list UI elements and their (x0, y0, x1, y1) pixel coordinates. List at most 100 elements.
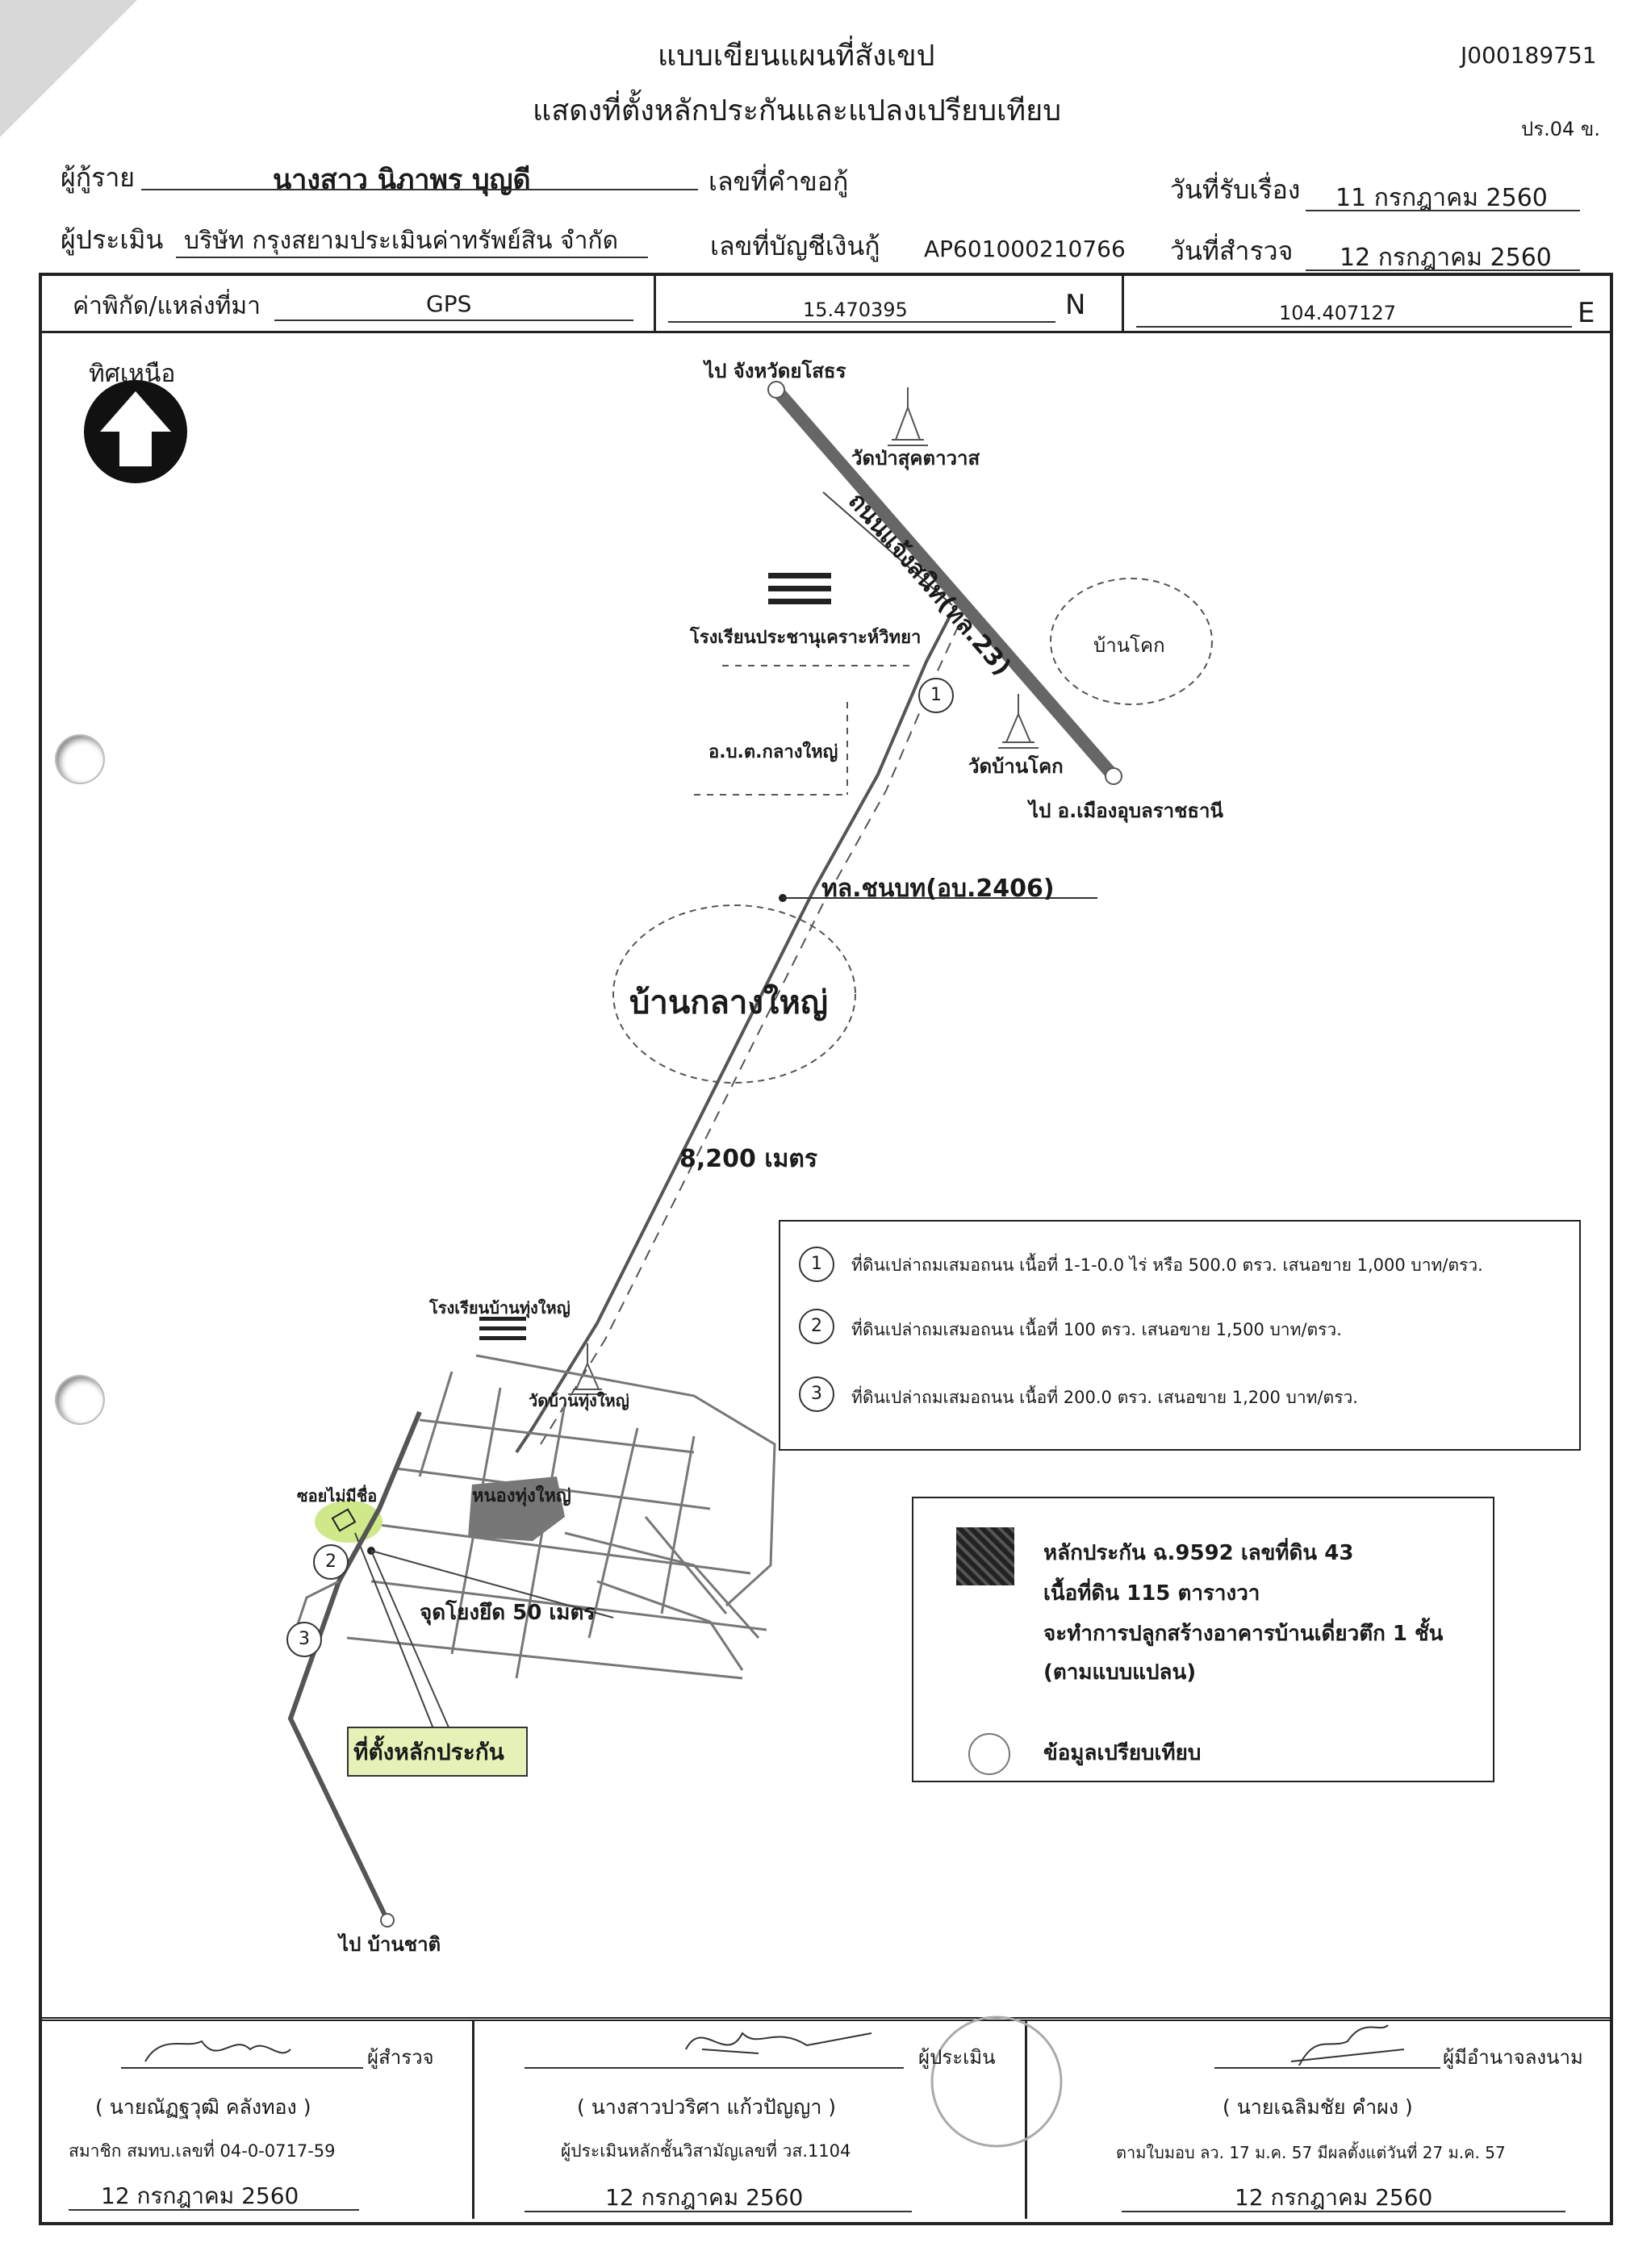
source-underline (274, 320, 633, 321)
signature-detail: ผู้ประเมินหลักชั้นวิสามัญเลขที่ วส.1104 (561, 2141, 851, 2161)
site-leader-1 (370, 1550, 453, 1735)
comparison-marker-3: 3 (286, 1622, 322, 1657)
signature-date-line (525, 2211, 912, 2212)
appraiser-company: บริษัท กรุงสยามประเมินค่าทรัพย์สิน จำกัด (184, 227, 619, 255)
received-underline (1306, 210, 1580, 211)
authorizer-signature (1290, 2024, 1405, 2066)
signature-line-3 (1214, 2067, 1440, 2069)
survey-underline (1306, 269, 1580, 271)
signature-role: ผู้ประเมิน (918, 2046, 996, 2069)
received-date: 11 กรกฎาคม 2560 (1335, 184, 1548, 212)
comparison-text: ที่ดินเปล่าถมเสมอถนน เนื้อที่ 1-1-0.0 ไร… (851, 1255, 1483, 1275)
yasothon-end-icon (767, 381, 785, 399)
title-line-1: แบบเขียนแผนที่สังเขป (658, 40, 935, 73)
label-wat-pa: วัดป่าสุคตาวาส (851, 447, 980, 470)
main-frame (39, 273, 1613, 2225)
surveyor-signature (144, 2040, 291, 2062)
coords-row-divider (42, 331, 1610, 333)
longitude-dir: E (1578, 297, 1595, 329)
comparison-marker-2: 2 (313, 1544, 349, 1580)
borrower-underline (141, 189, 698, 190)
north-arrow-icon (84, 380, 187, 483)
legend-line-4: (ตามแบบแปลน) (1043, 1660, 1197, 1685)
site-label-box (347, 1727, 528, 1777)
comparison-number: 1 (799, 1247, 834, 1282)
signature-date-line (69, 2209, 359, 2211)
legend-line-1: หลักประกัน ฉ.9592 เลขที่ดิน 43 (1043, 1541, 1354, 1565)
borrower-name: นางสาว นิภาพร บุญดี (273, 164, 531, 196)
survey-label: วันที่สำรวจ (1170, 236, 1294, 266)
legend-compare-label: ข้อมูลเปรียบเทียบ (1043, 1741, 1202, 1765)
survey-date: 12 กรกฎาคม 2560 (1340, 244, 1552, 272)
label-school-2: โรงเรียนบ้านทุ่งใหญ่ (429, 1298, 571, 1318)
legend-box (912, 1497, 1494, 1782)
appraiser-label: ผู้ประเมิน (61, 224, 164, 255)
signature-col-divider-1 (472, 2020, 474, 2219)
signature-name: ( นายณัฏฐวุฒิ คลังทอง ) (95, 2095, 311, 2119)
title-line-2: แสดงที่ตั้งหลักประกันและแปลงเปรียบเทียบ (533, 94, 1062, 127)
punch-hole-bottom (56, 1376, 103, 1423)
company-seal (930, 2015, 1063, 2148)
temple-icon (998, 694, 1039, 749)
signature-name: ( นายเฉลิมชัย คำผง ) (1223, 2095, 1413, 2119)
coords-label: ค่าพิกัด/แหล่งที่มา (73, 292, 261, 320)
document-id: J000189751 (1461, 42, 1597, 69)
signature-col-divider-2 (1025, 2020, 1027, 2219)
label-to-ban-chat: ไป บ้านชาติ (339, 1933, 441, 1956)
signature-date: 12 กรกฎาคม 2560 (605, 2184, 804, 2211)
borrower-label: ผู้กู้ราย (61, 162, 136, 193)
label-site: ที่ตั้งหลักประกัน (353, 1739, 504, 1765)
ban-klang-yai-area (612, 904, 856, 1084)
label-ref-point: จุดโยงยึด 50 เมตร (420, 1601, 596, 1625)
label-ban-klang-yai: บ้านกลางใหญ่ (629, 984, 828, 1021)
label-to-yasothon: ไป จังหวัดยโสธร (704, 360, 846, 382)
signature-detail: สมาชิก สมทบ.เลขที่ 04-0-0717-59 (69, 2141, 336, 2161)
comparison-text: ที่ดินเปล่าถมเสมอถนน เนื้อที่ 100 ตรว. เ… (851, 1320, 1342, 1339)
comparison-marker-1: 1 (918, 678, 954, 713)
appraiser-signature (685, 2032, 872, 2054)
temple-icon (568, 1343, 607, 1395)
longitude: 104.407127 (1279, 302, 1397, 324)
signature-date-line (1122, 2211, 1565, 2212)
legend-line-3: จะทำการปลูกสร้างอาคารบ้านเดี่ยวตึก 1 ชั้… (1043, 1622, 1444, 1646)
label-obt: อ.บ.ต.กลางใหญ่ (708, 742, 838, 762)
legend-line-2: เนื้อที่ดิน 115 ตารางวา (1043, 1581, 1260, 1606)
collateral-hatch-icon (956, 1527, 1014, 1585)
form-code: ปร.04 ข. (1521, 118, 1600, 140)
label-to-ubon: ไป อ.เมืองอุบลราชธานี (1029, 800, 1223, 822)
signature-role: ผู้สำรวจ (367, 2046, 434, 2069)
comparison-circle-icon (968, 1733, 1010, 1775)
comparison-box (779, 1220, 1581, 1451)
signature-detail: ตามใบมอบ ลว. 17 ม.ค. 57 มีผลตั้งแต่วันที… (1116, 2143, 1506, 2162)
north-label: ทิศเหนือ (89, 360, 176, 388)
account-label: เลขที่บัญชีเงินกู้ (710, 231, 880, 261)
label-distance: 8,200 เมตร (679, 1145, 817, 1173)
comparison-text: ที่ดินเปล่าถมเสมอถนน เนื้อที่ 200.0 ตรว.… (851, 1388, 1358, 1407)
signature-role: ผู้มีอำนาจลงนาม (1443, 2046, 1583, 2069)
signature-divider (42, 2017, 1610, 2021)
folded-corner (0, 0, 137, 137)
signature-date: 12 กรกฎาคม 2560 (1235, 2184, 1433, 2211)
punch-hole-top (56, 736, 103, 783)
boundary-line (822, 491, 953, 606)
collateral-plot-icon (331, 1508, 357, 1532)
temple-icon (888, 387, 928, 446)
signature-date: 12 กรกฎาคม 2560 (101, 2182, 299, 2209)
received-label: วันที่รับเรื่อง (1170, 174, 1301, 205)
account-number: AP601000210766 (924, 236, 1126, 262)
secondary-road (515, 614, 952, 1454)
comparison-number: 3 (799, 1376, 834, 1412)
label-ban-khok: บ้านโคก (1093, 634, 1165, 657)
ban-khok-area (1050, 578, 1213, 705)
ubon-end-icon (1105, 767, 1122, 785)
school-icon (768, 573, 831, 604)
latitude-dir: N (1065, 289, 1086, 321)
coords-source: GPS (426, 290, 472, 317)
label-wat-thung-yai: วัดบ้านทุ่งใหญ่ (529, 1391, 629, 1410)
latitude: 15.470395 (803, 299, 908, 321)
label-road-2406: ทล.ชนบท(อบ.2406) (821, 875, 1055, 903)
comparison-number: 2 (799, 1309, 834, 1344)
signature-line-2 (525, 2067, 904, 2069)
